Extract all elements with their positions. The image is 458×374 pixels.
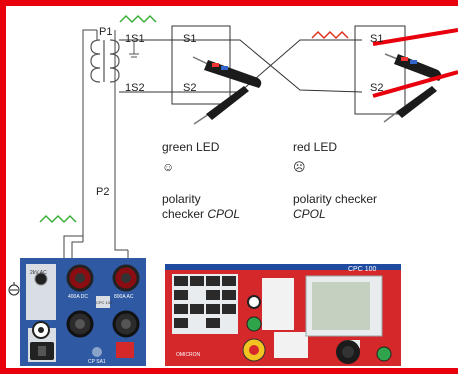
polarity-checker-probe-green (192, 56, 262, 88)
device-label-omicron: OMICRON (176, 352, 201, 358)
ground-clamp-icon (8, 282, 20, 296)
happy-face-icon: ☺ (162, 160, 175, 174)
terminal-box-left (171, 25, 231, 105)
red-cpol-word: CPOL (293, 207, 326, 221)
green-polarity-line1: polarity (162, 192, 201, 206)
label-box2-s2: S2 (370, 82, 384, 94)
wave-green-top (119, 14, 157, 24)
label-p2: P2 (96, 186, 110, 198)
secondary-wiring (119, 39, 363, 93)
label-box1-s2: S2 (183, 82, 197, 94)
green-polarity-line2: checker CPOL (162, 207, 240, 221)
label-ct-1s2: 1S2 (125, 82, 145, 94)
cpc-front-panel-right (165, 264, 401, 366)
ground-icon (129, 42, 139, 58)
probe-tip-green (193, 86, 249, 125)
label-ct-1s1: 1S1 (125, 33, 145, 45)
green-polarity-checker-word: checker (162, 207, 208, 221)
label-box1-s1: S1 (183, 33, 197, 45)
cpc-front-panel-left (20, 258, 146, 366)
red-led-label: red LED (293, 140, 338, 154)
current-transformer-coil (90, 39, 120, 83)
sad-face-icon: ☹ (293, 160, 306, 174)
device-brand-label: CPC 100 (348, 266, 377, 273)
green-led-label: green LED (162, 140, 220, 154)
device-label-400a: 400A DC (68, 294, 89, 300)
wave-green-bottom (39, 214, 77, 224)
device-label-cpsa1: CP SA1 (88, 359, 106, 365)
pointer-arrow-s1 (372, 28, 458, 46)
wave-red-top (311, 30, 349, 40)
device-label-2kv: 2kV AC (30, 270, 47, 276)
green-cpol-word: CPOL (207, 207, 241, 221)
device-label-800a: 800A AC (114, 294, 134, 300)
label-box2-s1: S1 (370, 33, 384, 45)
probe-tip-red (383, 86, 437, 123)
primary-wiring (82, 29, 128, 251)
polarity-checker-probe-red (384, 53, 442, 81)
pointer-arrow-s2 (372, 70, 458, 98)
red-polarity-line1: polarity checker (293, 192, 378, 206)
device-label-cpc-small: CPC 100 (96, 300, 113, 305)
label-p1: P1 (99, 26, 113, 38)
terminal-box-right (354, 25, 406, 115)
